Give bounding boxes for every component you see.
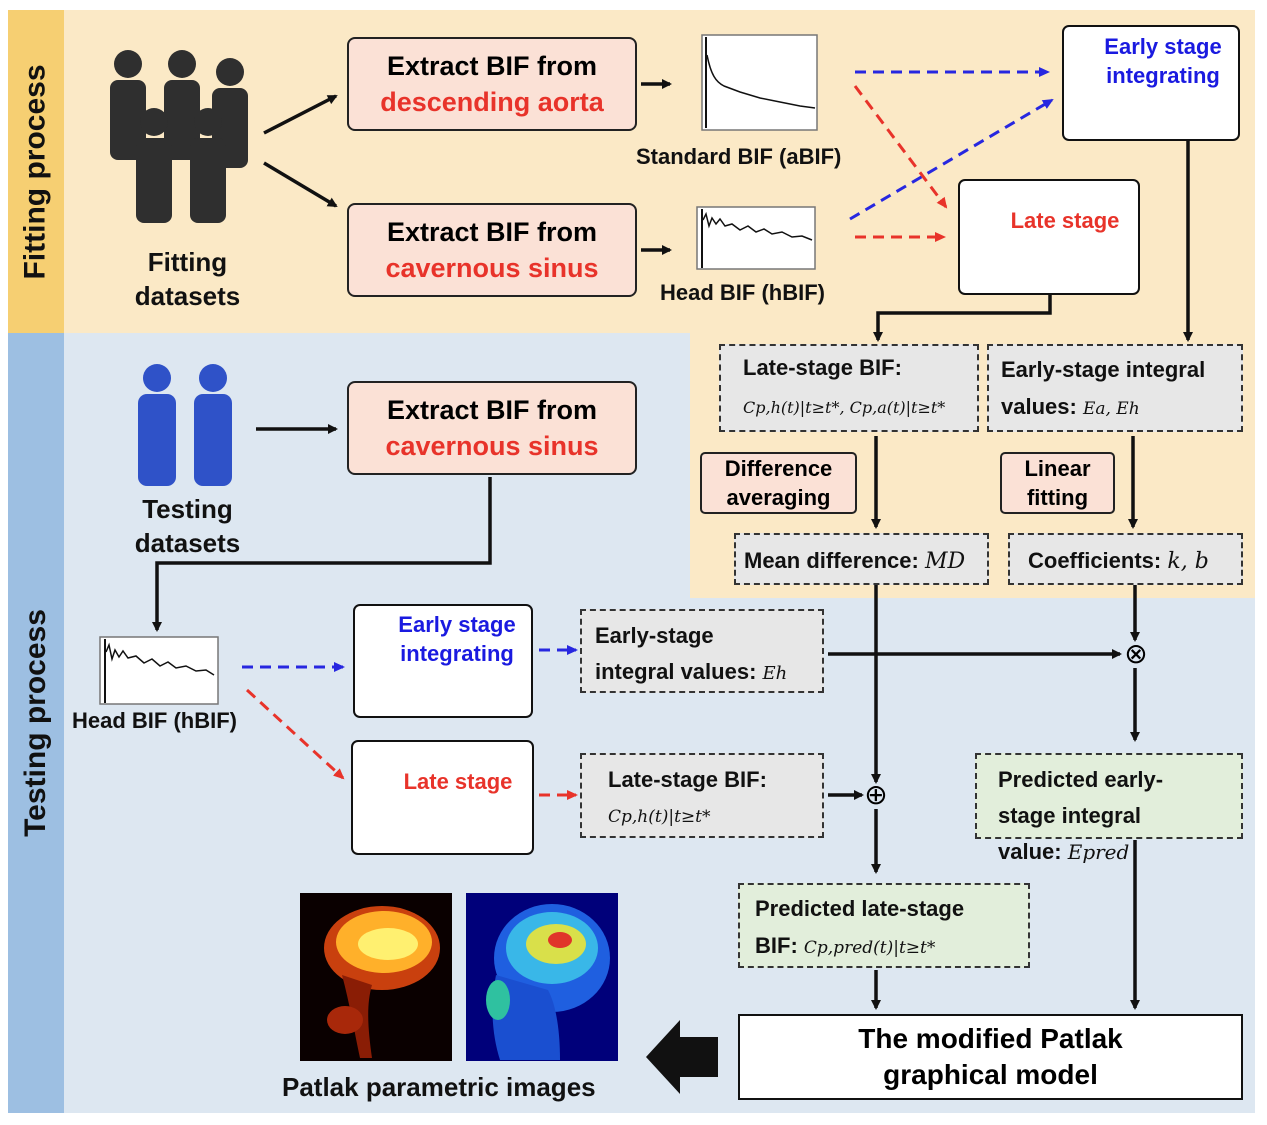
patlak-image-hot <box>300 893 452 1061</box>
testing-people-icon <box>138 364 232 486</box>
standard-bif-label: Standard BIF (aBIF) <box>636 144 842 169</box>
coefficients-box: Coefficients: k, b <box>1008 533 1243 585</box>
testing-hbif-curve-plot <box>99 636 219 705</box>
fitting-process-label: Fitting process <box>8 10 64 333</box>
early-stage-integral-box: Early-stage integral values: Ea, Eh <box>987 344 1243 432</box>
fitting-early-stage-card <box>1062 25 1240 141</box>
extract-aorta-box: Extract BIF from descending aorta <box>347 37 637 131</box>
predicted-early-integral-box <box>975 753 1243 839</box>
testing-early-values-box: Early-stage integral values: Eh <box>580 609 824 693</box>
testing-early-stage-card <box>353 604 533 718</box>
multiply-operator: ⊗ <box>1124 637 1148 670</box>
predicted-late-bif-box: Predicted late-stage BIF: Cp,pred(t)|t≥t… <box>738 883 1030 968</box>
fitting-late-stage-card <box>958 179 1140 295</box>
abif-curve-plot <box>701 34 818 131</box>
testing-late-stage-title: Late stage <box>403 769 513 794</box>
fitting-late-stage-title: Late stage <box>1010 208 1120 233</box>
testing-late-stage-card <box>351 740 534 855</box>
testing-late-bif-box: Late-stage BIF: Cp,h(t)|t≥t* <box>580 753 824 838</box>
testing-process-label: Testing process <box>8 333 64 1113</box>
result-arrow <box>646 1020 718 1094</box>
patlak-images-label: Patlak parametric images <box>282 1072 596 1102</box>
predicted-early-integral-text: Predicted early- stage integral value: E… <box>998 767 1164 864</box>
mean-difference-box: Mean difference: MD <box>734 533 989 585</box>
fitting-people-icon <box>110 50 248 223</box>
extract-sinus-box-testing: Extract BIF from cavernous sinus <box>347 381 637 475</box>
add-operator: ⊕ <box>864 778 888 811</box>
fitting-head-bif-label: Head BIF (hBIF) <box>660 280 825 305</box>
patlak-image-jet <box>466 893 618 1061</box>
fitting-hbif-curve-plot <box>696 206 816 270</box>
testing-head-bif-label: Head BIF (hBIF) <box>72 708 237 733</box>
extract-sinus-box-fitting: Extract BIF from cavernous sinus <box>347 203 637 297</box>
late-stage-bif-box: Late-stage BIF: Cp,h(t)|t≥t*, Cp,a(t)|t≥… <box>719 344 979 432</box>
